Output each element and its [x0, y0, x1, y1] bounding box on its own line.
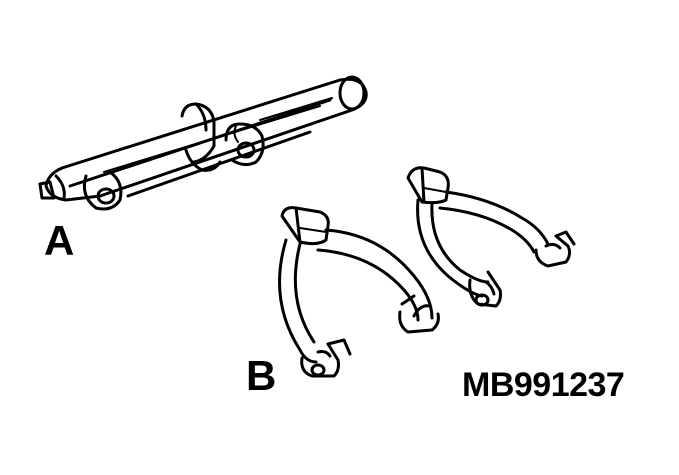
part-number-label: MB991237 — [462, 366, 625, 404]
shift-fork-right-drawing — [406, 166, 576, 308]
part-label-a: A — [44, 217, 75, 264]
shift-rail-drawing — [38, 75, 368, 211]
part-label-b: B — [246, 352, 277, 399]
shift-fork-left-drawing — [278, 206, 440, 378]
